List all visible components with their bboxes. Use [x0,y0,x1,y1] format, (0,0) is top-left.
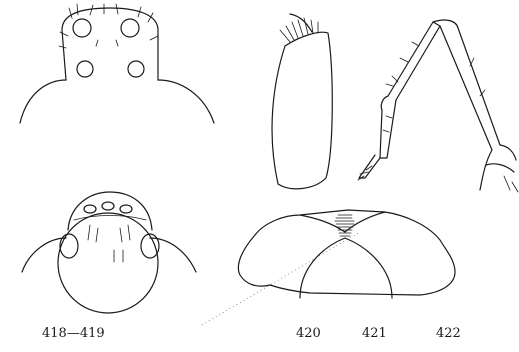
eye-median-right [128,61,144,77]
eye-dorsal-2 [102,202,114,210]
fig-419-head-dorsal-view [22,192,196,313]
eye-dorsal-3 [120,205,132,213]
eye-anterior-right [121,19,139,37]
eye-median-left [77,61,93,77]
figure-number-418-419: 418—419 [42,326,105,341]
figure-number-422: 422 [436,326,461,341]
fig-420-chelicera [272,14,332,189]
median-striations [335,215,354,236]
figure-number-420: 420 [296,326,321,341]
fig-418-head-front-view [20,4,214,123]
eye-anterior-left [73,19,91,37]
fig-421-genital-plate [202,210,455,325]
eye-lateral-left [60,234,78,258]
fig-422-leg [358,20,518,192]
setae [59,4,158,48]
eye-dorsal-1 [84,205,96,213]
figure-number-421: 421 [362,326,387,341]
